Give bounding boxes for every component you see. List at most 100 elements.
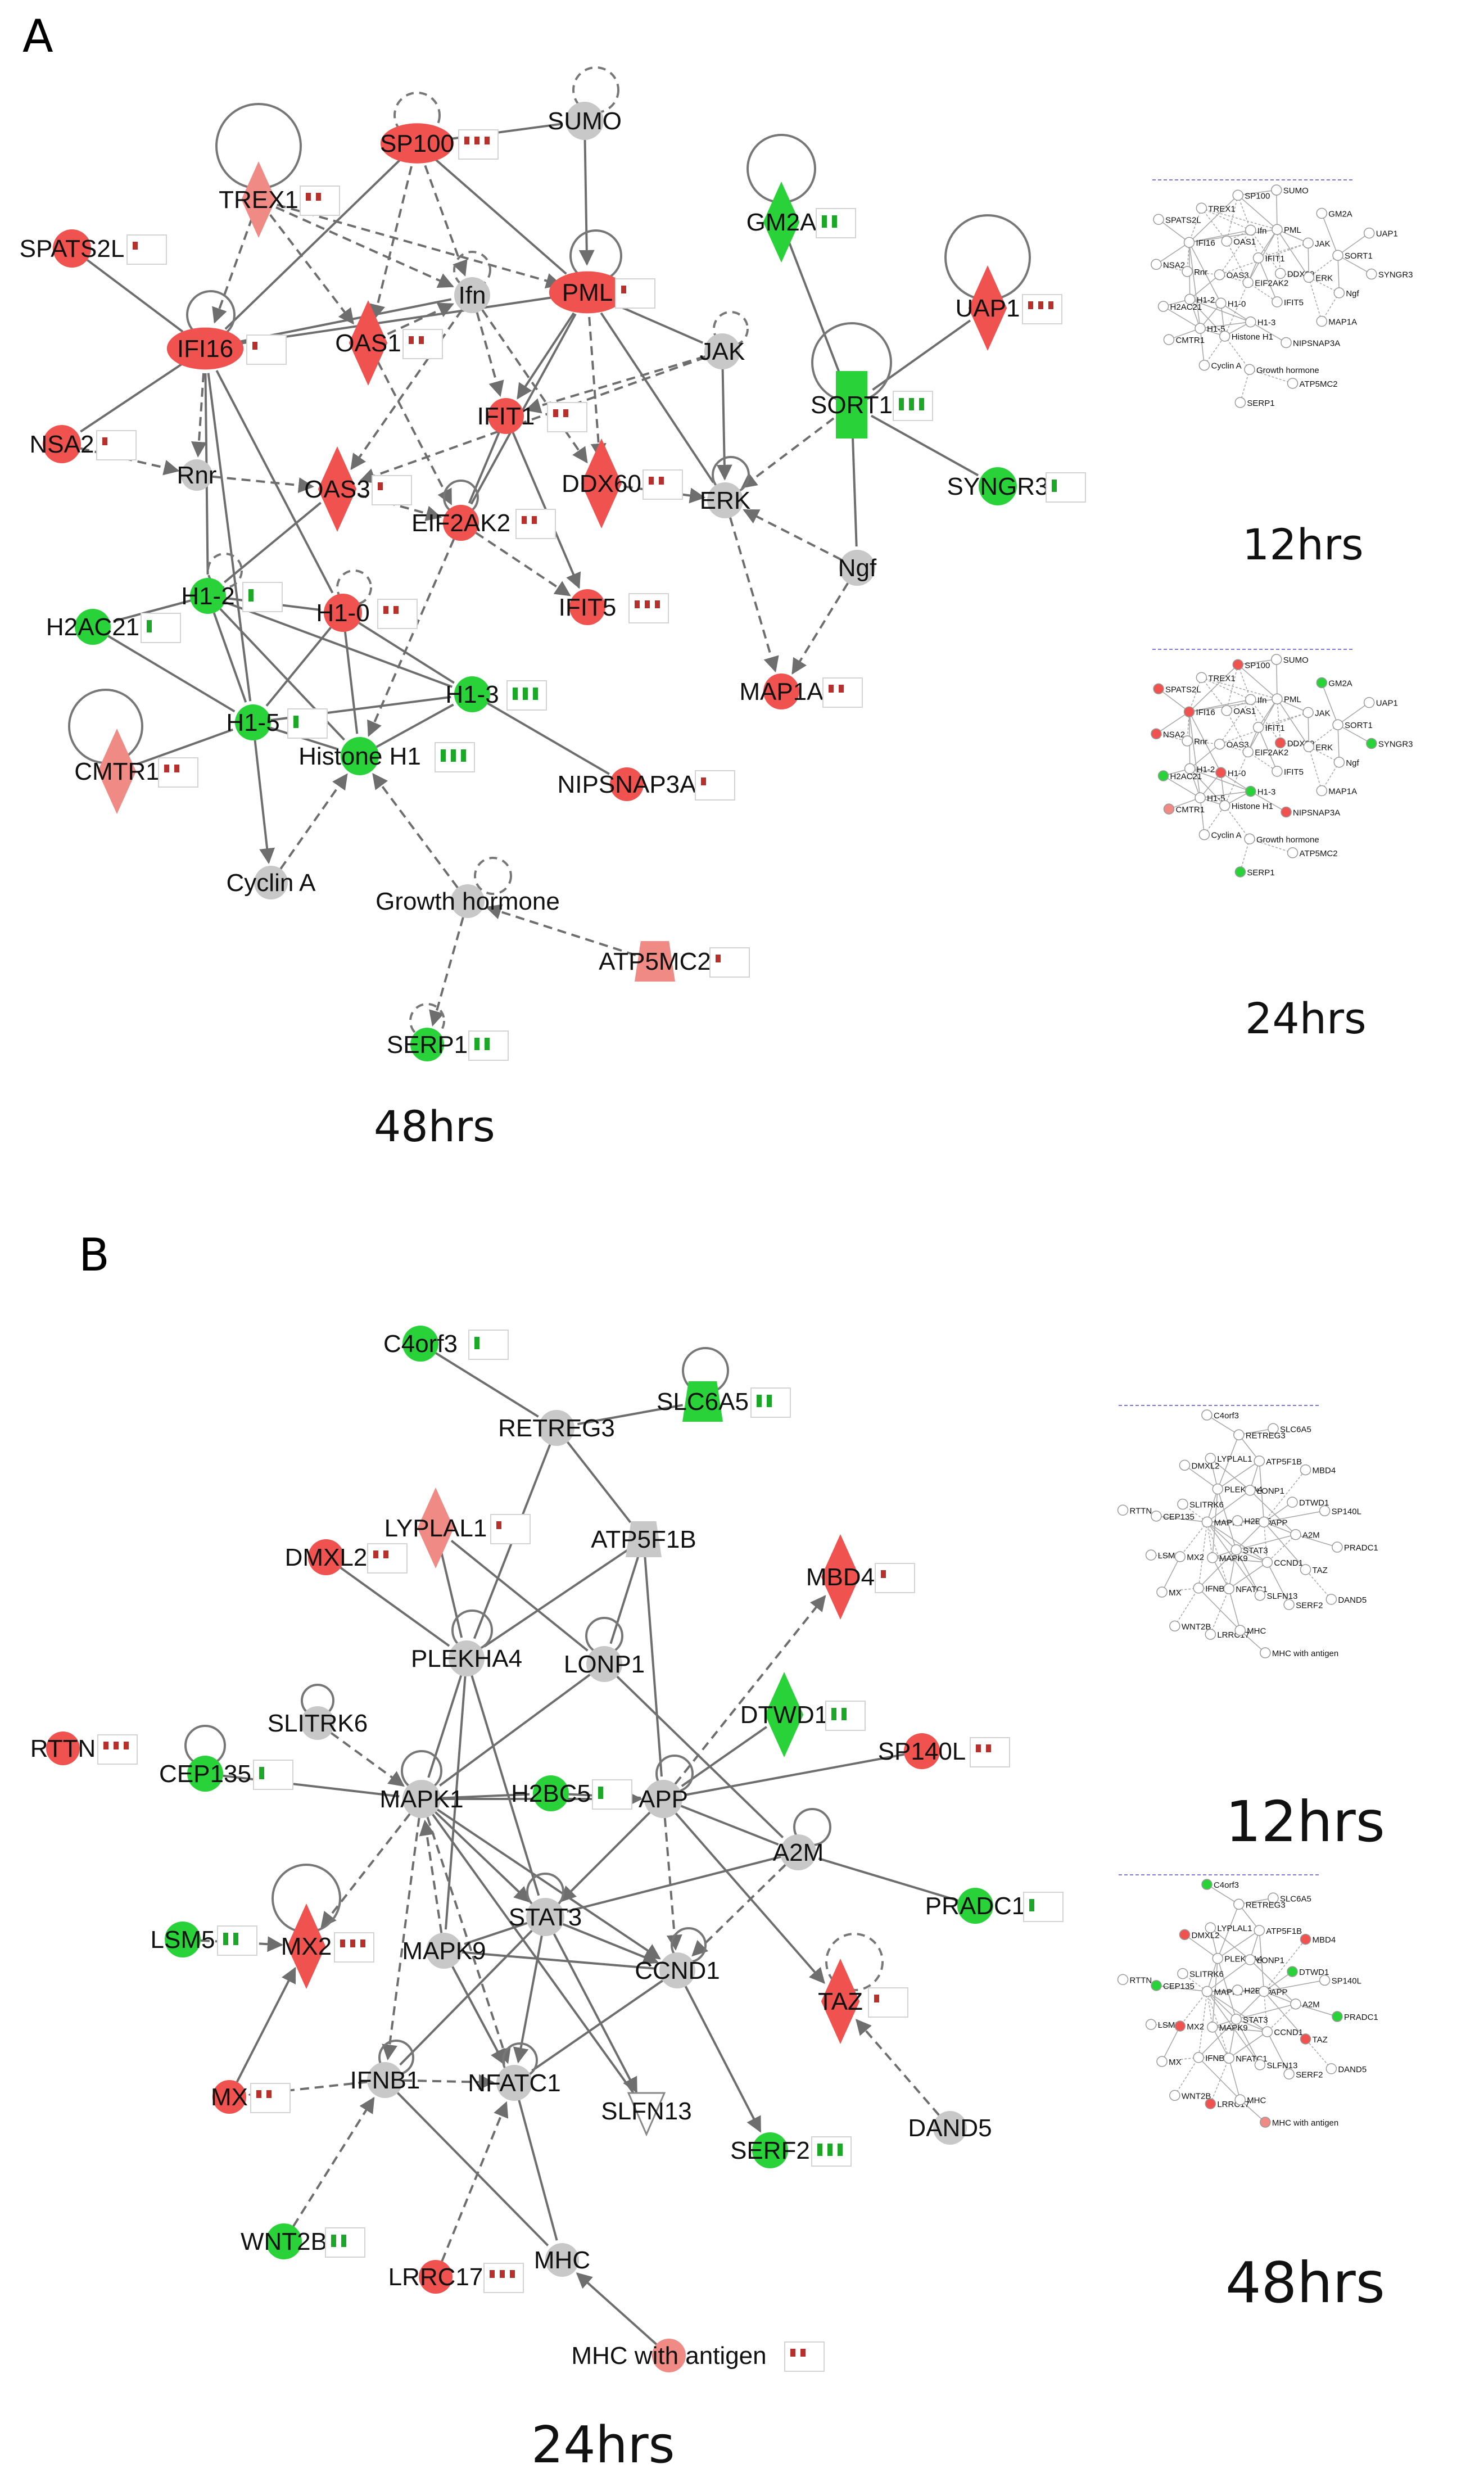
thumb-node-c4orf3: C4orf3 — [1201, 1409, 1239, 1421]
edge-retreg3-atp5f1b — [567, 1441, 632, 1523]
node-ifit1[interactable]: IFIT1 — [477, 398, 535, 434]
node-atp5mc2[interactable]: ATP5MC2 — [599, 941, 711, 982]
node-mx2[interactable]: MX2 — [281, 1904, 332, 1989]
node-lsm5[interactable]: LSM5 — [151, 1922, 215, 1957]
node-lrrc17[interactable]: LRRC17 — [388, 2260, 483, 2294]
node-cyclina[interactable]: Cyclin A — [227, 866, 316, 899]
node-label: LYPLAL1 — [384, 1514, 487, 1542]
node-sort1[interactable]: SORT1 — [811, 371, 893, 438]
thumb-node-slitrk6: SLITRK6 — [1177, 1498, 1224, 1510]
expression-value-box — [377, 599, 418, 629]
node-lyplal1[interactable]: LYPLAL1 — [384, 1488, 487, 1568]
node-rttn[interactable]: RTTN — [30, 1731, 96, 1765]
node-ccnd1[interactable]: CCND1 — [635, 1952, 720, 1988]
thumb-node-dmxl2: DMXL2 — [1179, 1459, 1220, 1471]
node-histoneh1[interactable]: Histone H1 — [298, 737, 421, 775]
node-plekha4[interactable]: PLEKHA4 — [411, 1640, 522, 1676]
node-slc6a5[interactable]: SLC6A5 — [657, 1381, 749, 1422]
node-dmxl2[interactable]: DMXL2 — [285, 1539, 368, 1575]
node-slitrk6[interactable]: SLITRK6 — [268, 1706, 368, 1740]
node-sumo[interactable]: SUMO — [548, 102, 622, 140]
svg-text:SORT1: SORT1 — [1345, 721, 1373, 730]
node-c4orf3[interactable]: C4orf3 — [383, 1326, 458, 1362]
svg-text:IFIT5: IFIT5 — [1284, 298, 1304, 308]
node-oas3[interactable]: OAS3 — [304, 446, 370, 532]
node-mhc[interactable]: MHC — [534, 2243, 590, 2277]
node-taz[interactable]: TAZ — [818, 1959, 863, 2044]
node-h2bc5[interactable]: H2BC5 — [511, 1775, 591, 1811]
node-retreg3[interactable]: RETREG3 — [498, 1410, 615, 1446]
svg-text:PML: PML — [1284, 695, 1301, 704]
node-serp1[interactable]: SERP1 — [387, 1028, 468, 1061]
node-ddx60[interactable]: DDX60 — [562, 438, 641, 528]
node-mapk9[interactable]: MAPK9 — [402, 1933, 486, 1969]
node-nipsnap3a[interactable]: NIPSNAP3A — [558, 767, 697, 801]
node-cmtr1[interactable]: CMTR1 — [74, 729, 160, 814]
svg-text:TAZ: TAZ — [1313, 1566, 1328, 1575]
node-nfatc1[interactable]: NFATC1 — [468, 2065, 561, 2101]
node-nsa2[interactable]: NSA2 — [30, 425, 94, 463]
edge-mapk1-stat3 — [435, 1811, 531, 1903]
node-serf2[interactable]: SERF2 — [730, 2132, 810, 2168]
svg-text:TREX1: TREX1 — [1208, 204, 1235, 214]
node-wnt2b[interactable]: WNT2B — [241, 2223, 327, 2259]
node-pml[interactable]: PML — [549, 271, 626, 314]
node-erk[interactable]: ERK — [700, 482, 750, 518]
node-ifi16[interactable]: IFI16 — [166, 327, 244, 370]
node-cep135[interactable]: CEP135 — [159, 1756, 251, 1792]
node-mapk1[interactable]: MAPK1 — [379, 1780, 464, 1818]
node-map1a[interactable]: MAP1A — [739, 673, 824, 709]
node-eif2ak2[interactable]: EIF2AK2 — [411, 505, 510, 541]
expression-value-box — [141, 613, 181, 643]
svg-text:MAPK9: MAPK9 — [1219, 1554, 1248, 1563]
node-atp5f1b[interactable]: ATP5F1B — [591, 1521, 696, 1557]
node-lonp1[interactable]: LONP1 — [564, 1646, 645, 1682]
expression-value-box — [435, 742, 475, 772]
node-dtwd1[interactable]: DTWD1 — [740, 1672, 828, 1757]
thumb-node-nipsnap3a: NIPSNAP3A — [1281, 806, 1340, 817]
node-app[interactable]: APP — [639, 1780, 688, 1818]
node-h2ac21[interactable]: H2AC21 — [46, 609, 139, 645]
edge-oas1-ifn — [387, 302, 455, 335]
thumb-node-trex1: TREX1 — [1196, 202, 1236, 214]
node-h1-0[interactable]: H1-0 — [316, 594, 370, 632]
node-trex1[interactable]: TREX1 — [219, 161, 298, 238]
node-h1-3[interactable]: H1-3 — [445, 676, 499, 712]
svg-text:WNT2B: WNT2B — [1182, 2091, 1211, 2101]
node-ifit5[interactable]: IFIT5 — [559, 589, 617, 625]
node-label: EIF2AK2 — [411, 509, 510, 537]
node-mx[interactable]: MX — [211, 2080, 248, 2114]
node-ngf[interactable]: Ngf — [838, 550, 877, 586]
thumb-node-stat3: STAT3 — [1230, 2014, 1268, 2025]
node-sp140l[interactable]: SP140L — [878, 1733, 966, 1769]
node-ifnb1[interactable]: IFNB1 — [350, 2062, 420, 2098]
node-sp100[interactable]: SP100 — [380, 123, 454, 164]
node-gm2a[interactable]: GM2A — [746, 182, 817, 263]
node-pradc1[interactable]: PRADC1 — [925, 1888, 1026, 1924]
node-ifn[interactable]: Ifn — [454, 277, 490, 313]
node-oas1[interactable]: OAS1 — [335, 300, 401, 386]
edge-gh-histoneh1 — [372, 772, 459, 889]
node-h1-5[interactable]: H1-5 — [226, 704, 280, 740]
node-slfn13[interactable]: SLFN13 — [601, 2092, 692, 2137]
svg-text:APP: APP — [1271, 1987, 1288, 1997]
node-h1-2[interactable]: H1-2 — [181, 578, 235, 614]
node-jak[interactable]: JAK — [700, 333, 745, 369]
node-mhcantigen[interactable]: MHC with antigen — [571, 2339, 767, 2372]
node-spats2l[interactable]: SPATS2L — [20, 229, 125, 268]
node-label: CMTR1 — [74, 758, 160, 785]
node-dand5[interactable]: DAND5 — [908, 2111, 992, 2145]
svg-text:DTWD1: DTWD1 — [1299, 1498, 1329, 1508]
node-shape — [652, 2339, 686, 2372]
thumb-node-lsm5: LSM5 — [1145, 1549, 1180, 1561]
node-mbd4[interactable]: MBD4 — [806, 1534, 875, 1620]
edge-mapk1-h2bc5 — [440, 1793, 530, 1800]
node-label: OAS3 — [304, 476, 370, 503]
node-gh[interactable]: Growth hormone — [375, 884, 560, 918]
node-rnr[interactable]: Rnr — [177, 459, 217, 491]
node-uap1[interactable]: UAP1 — [956, 265, 1020, 351]
thumb-node-nsa2: NSA2 — [1151, 259, 1185, 270]
node-stat3[interactable]: STAT3 — [509, 1898, 582, 1936]
node-syngr3[interactable]: SYNGR3 — [947, 467, 1049, 505]
node-a2m[interactable]: A2M — [773, 1834, 824, 1870]
